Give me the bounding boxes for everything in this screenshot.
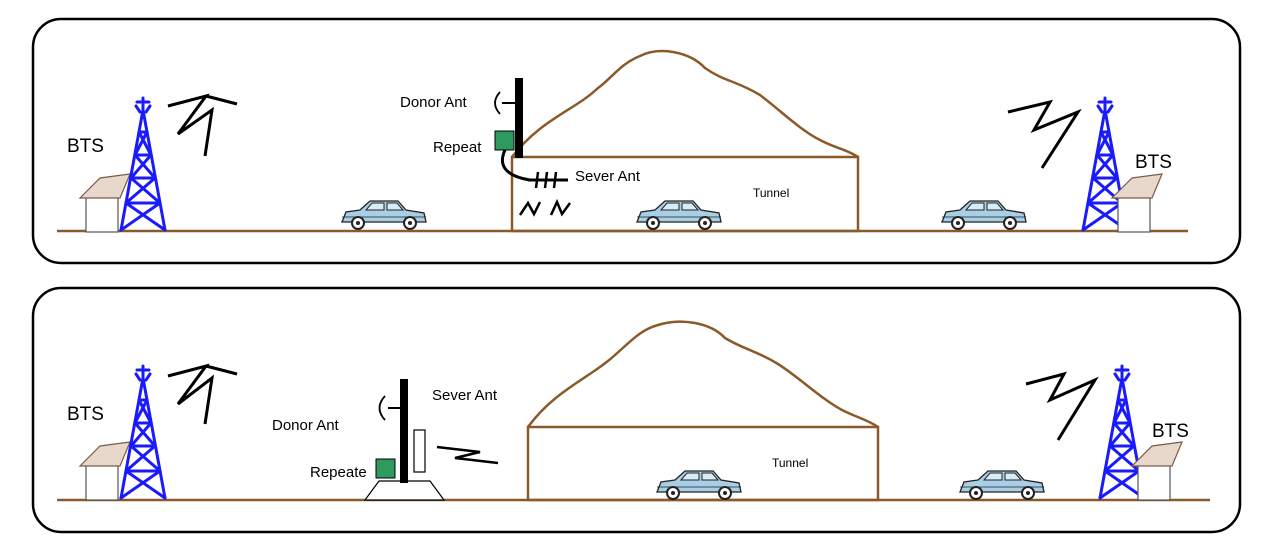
signal-bolt-icon xyxy=(205,364,238,376)
signal-bolt-icon xyxy=(205,94,238,106)
mountain-outline xyxy=(511,49,859,159)
server-ant-label: Sever Ant xyxy=(575,168,641,185)
bts-left-label: BTS xyxy=(67,136,104,157)
yagi-antenna-icon xyxy=(528,171,568,189)
antenna-pole xyxy=(400,379,408,483)
bts-right-label: BTS xyxy=(1135,152,1172,173)
scenario-bottom-frame xyxy=(31,286,1242,534)
tunnel xyxy=(510,155,860,233)
signal-bolt-icon xyxy=(549,198,572,217)
scenario-top-frame xyxy=(31,17,1242,265)
donor-ant-label: Donor Ant xyxy=(400,94,468,111)
repeater-base xyxy=(363,480,446,501)
donor-ant-label: Donor Ant xyxy=(272,417,340,434)
tunnel xyxy=(526,425,880,502)
scenario-bottom: BTS BTS Tunnel Donor Ant Sever Ant Repea… xyxy=(31,286,1242,534)
repeater-box xyxy=(375,458,396,479)
repeater-box xyxy=(494,130,515,151)
tunnel-label: Tunnel xyxy=(753,186,789,200)
bts-right-label: BTS xyxy=(1152,421,1189,442)
dish-antenna-icon xyxy=(378,395,386,421)
repeater-label: Repeate xyxy=(310,464,367,481)
mountain-outline xyxy=(526,320,879,429)
signal-bolt-icon xyxy=(1025,371,1099,441)
signal-bolt-icon xyxy=(518,200,542,217)
bts-left-label: BTS xyxy=(67,404,104,425)
signal-bolt-icon xyxy=(436,445,499,465)
signal-bolt-icon xyxy=(167,93,215,157)
signal-bolt-icon xyxy=(1007,99,1082,169)
signal-bolt-icon xyxy=(167,363,215,425)
tunnel-label: Tunnel xyxy=(772,456,808,470)
dish-antenna-icon xyxy=(494,91,501,115)
repeater-label: Repeat xyxy=(433,139,482,156)
feeder-cable xyxy=(500,149,531,182)
server-ant-label: Sever Ant xyxy=(432,387,498,404)
panel-antenna-icon xyxy=(413,429,426,473)
scenario-top: BTS BTS Tunnel Donor Ant Repeat Sever An… xyxy=(31,17,1242,265)
antenna-pole xyxy=(515,78,523,158)
